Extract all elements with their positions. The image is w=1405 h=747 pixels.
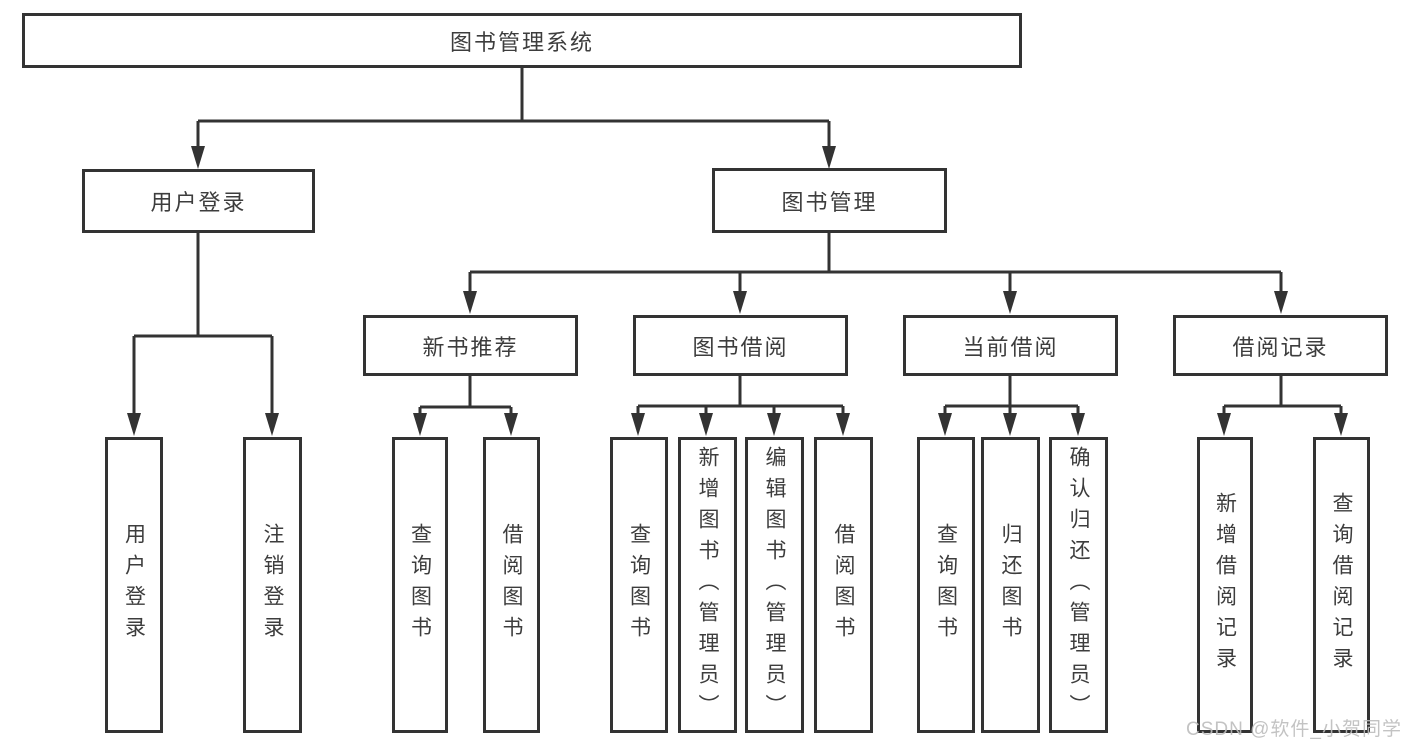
node-leaf-query-books-3: 查询图书 — [917, 437, 975, 733]
node-book-management: 图书管理 — [712, 168, 947, 233]
node-root-library-system: 图书管理系统 — [22, 13, 1022, 68]
node-borrow-records: 借阅记录 — [1173, 315, 1388, 376]
node-leaf-query-borrow-record: 查询借阅记录 — [1313, 437, 1370, 733]
node-user-login: 用户登录 — [82, 169, 315, 233]
node-leaf-borrow-books-1: 借阅图书 — [483, 437, 540, 733]
node-book-borrow: 图书借阅 — [633, 315, 848, 376]
node-leaf-add-borrow-record: 新增借阅记录 — [1197, 437, 1253, 733]
node-leaf-user-login: 用户登录 — [105, 437, 163, 733]
node-leaf-logout: 注销登录 — [243, 437, 302, 733]
node-leaf-query-books-1: 查询图书 — [392, 437, 448, 733]
csdn-watermark: CSDN @软件_小贺同学 — [1186, 719, 1402, 740]
node-leaf-edit-book-admin: 编辑图书（管理员） — [745, 437, 804, 733]
node-leaf-confirm-return-admin: 确认归还（管理员） — [1049, 437, 1108, 733]
node-current-borrow: 当前借阅 — [903, 315, 1118, 376]
arrowheads — [127, 146, 1348, 436]
node-leaf-query-books-2: 查询图书 — [610, 437, 668, 733]
node-new-book-recommend: 新书推荐 — [363, 315, 578, 376]
node-leaf-return-book: 归还图书 — [981, 437, 1040, 733]
node-leaf-add-book-admin: 新增图书（管理员） — [678, 437, 737, 733]
node-leaf-borrow-books-2: 借阅图书 — [814, 437, 873, 733]
